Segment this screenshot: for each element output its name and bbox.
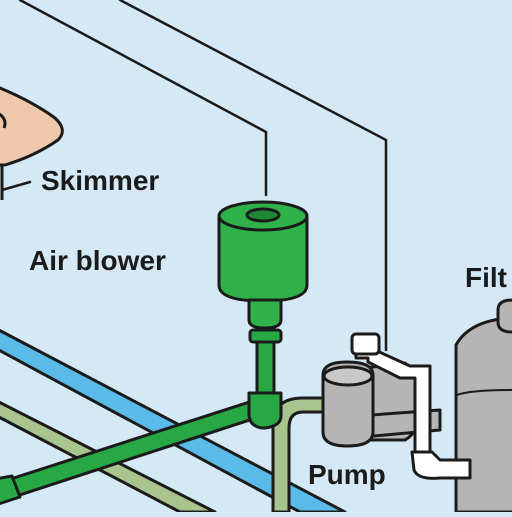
pump-label: Pump [308,459,386,490]
air-blower [217,200,309,330]
pipe-green-elbow [247,391,283,430]
filter [454,298,512,514]
filter-valve [496,298,512,334]
pvc-plumbing [350,332,472,480]
pipe-green-coupling [248,328,283,344]
pipe-green-end [0,474,22,505]
air-blower-label: Air blower [29,245,166,276]
skimmer [0,86,64,200]
pump [321,360,442,448]
leader-line-air-blower [18,0,268,197]
filter-label: Filt [465,262,507,293]
skimmer-label: Skimmer [41,165,160,196]
pvc-elbow-bottom [410,450,472,480]
air-blower-inlet [245,207,281,223]
leader-line-filter [118,0,388,352]
pump-lid [322,365,374,387]
filter-band [456,389,512,396]
air-blower-neck [247,298,283,330]
pvc-coupling [350,332,381,356]
filter-tank [454,316,512,514]
leader-line-skimmer [0,180,32,192]
